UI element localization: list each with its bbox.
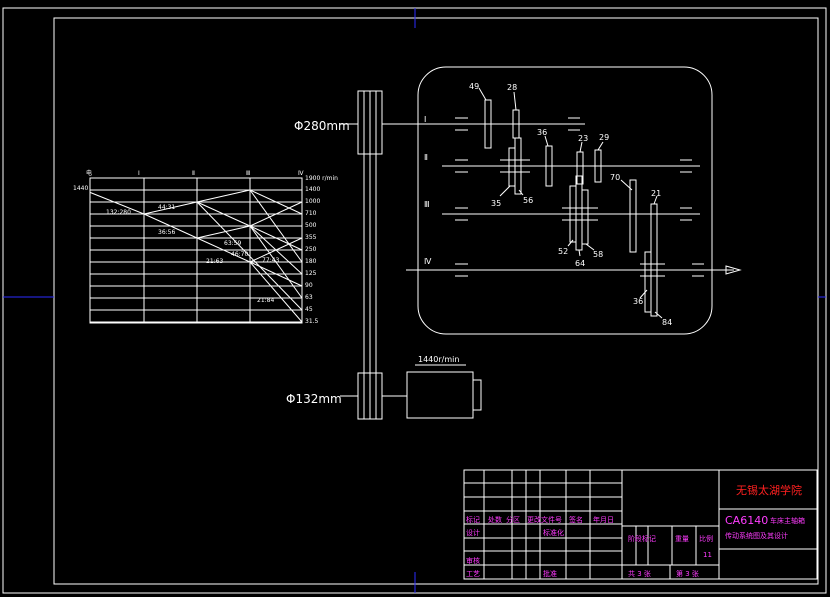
tb-header: 处数 [488,515,502,524]
speed-label: 1000 [305,198,320,205]
ratio-label: 44:31 [158,204,175,211]
tb-design: 设计 [466,528,480,537]
small-pulley-dia: Φ132mm [286,392,342,406]
school-name: 无锡太湖学院 [736,483,802,497]
tb-sheets: 共 3 张 [628,569,651,578]
motor-speed: 1440r/min [418,355,459,364]
tb-header: 标记 [466,515,480,524]
gearbox: Ⅰ Ⅱ Ⅲ Ⅳ 49 28 36 23 29 35 56 70 21 52 64… [406,66,742,335]
tb-sheet-no: 第 3 张 [676,569,699,578]
centering-marks [3,8,826,593]
speed-label: 90 [305,282,313,289]
gearbox-housing [417,66,713,335]
ratio-line [143,201,198,215]
shaft-label-2: Ⅱ [424,153,428,162]
speed-label: 180 [305,258,317,265]
tb-scale: 比例 [699,534,713,543]
speed-chart-ratio-lines [89,189,303,323]
chart-header-shaft-2: Ⅱ [192,170,195,177]
speed-label: 355 [305,234,317,241]
title-block: 无锡太湖学院 CA6140 车床主轴箱 传动系统图及其设计 标记 处数 分区 更… [463,469,818,580]
tb-standard: 标准化 [543,528,564,537]
ratio-line [196,225,251,239]
tb-header: 更改文件号 [527,515,562,524]
motor [406,371,474,419]
ratio-line [249,261,303,323]
gear-label: 36 [633,297,643,306]
chart-header-shaft-3: Ⅲ [246,170,250,177]
gear-label: 35 [491,199,501,208]
shaft-label-3: Ⅲ [424,200,430,209]
chart-header-shaft-1: Ⅰ [138,170,140,177]
ratio-label: 21:63 [206,258,223,265]
ratio-line [196,201,303,311]
ratio-line [249,189,303,215]
speed-label: 45 [305,306,313,313]
drawing-name-1: 车床主轴箱 [770,516,805,525]
speed-chart-grid [90,177,302,323]
gear-label: 49 [469,82,479,91]
tb-stage: 阶段标记 [628,534,656,543]
ratio-label: 46:70 [231,251,248,258]
large-pulley-dia: Φ280mm [294,119,350,133]
gear-label: 58 [593,250,603,259]
gear-label: 56 [523,196,533,205]
ratio-label: 21:84 [257,297,274,304]
shaft-label-1: Ⅰ [424,115,426,124]
tb-process: 工艺 [466,570,480,578]
ratio-line [249,225,303,251]
speed-label: 1400 [305,186,320,193]
tb-header: 分区 [506,515,520,524]
speed-label: 31.5 [305,318,319,325]
tb-header: 年月日 [593,515,614,524]
tb-weight: 重量 [675,535,689,543]
output-arrow-icon [725,265,742,275]
speed-label: 63 [305,294,313,301]
inner-frame [53,17,819,585]
gear-label: 64 [575,259,585,268]
gearbox-shafts [406,87,742,319]
chart-header-shaft-4: Ⅳ [298,170,304,177]
gear-label: 52 [558,247,568,256]
tb-review: 审核 [466,556,480,565]
outer-frame [2,7,827,594]
ratio-line [143,213,198,239]
speed-label: 125 [305,270,317,277]
gear-label: 84 [662,318,672,327]
ratio-line [89,191,145,215]
ratio-label: 132:280 [106,209,131,216]
ratio-line [249,237,303,263]
ratio-line [249,225,303,299]
tb-header: 签名 [569,515,583,524]
ratio-label: 77:43 [262,257,279,264]
speed-label: 250 [305,246,317,253]
drawing-code: CA6140 [725,514,768,527]
gear-label: 70 [610,173,620,182]
shaft-label-4: Ⅳ [424,257,432,266]
drawing-name-2: 传动系统图及其设计 [725,531,788,540]
tb-scale-value: 11 [703,551,712,559]
ratio-line [196,201,251,227]
tb-approve: 批准 [543,569,557,578]
speed-label: 1900 r/min [305,175,338,182]
gear-label: 28 [507,83,517,92]
ratio-line [196,189,251,203]
gear-label: 36 [537,128,547,137]
chart-input-speed: 1440 [73,185,88,192]
speed-label: 500 [305,222,317,229]
ratio-line [249,201,303,227]
gear-label: 29 [599,133,609,142]
gear-label: 23 [578,134,588,143]
speed-label: 710 [305,210,317,217]
ratio-label: 63:59 [224,240,241,247]
chart-header-motor: 电 [86,169,92,177]
belt-drive [340,90,482,420]
ratio-line [196,237,251,263]
gear-label: 21 [651,189,661,198]
ratio-label: 36:56 [158,229,175,236]
speed-chart: 电 Ⅰ Ⅱ Ⅲ Ⅳ 1440 1900 r/min 1400 1000 710 … [73,169,338,325]
ratio-line [249,189,303,263]
